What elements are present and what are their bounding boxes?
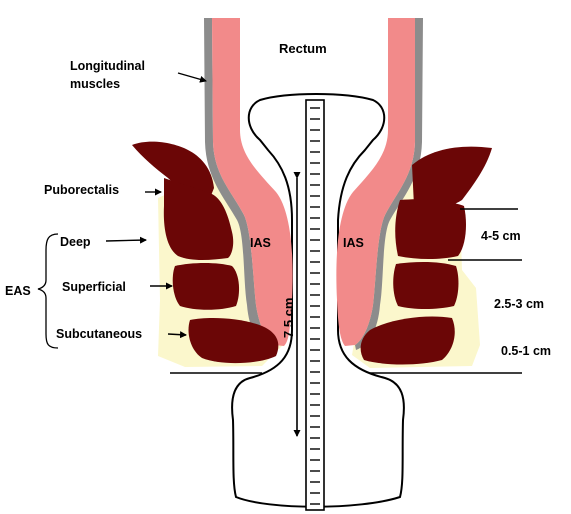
superficial-label: Superficial <box>62 280 126 294</box>
deep-label: Deep <box>60 235 91 249</box>
eas-bracket <box>38 234 58 348</box>
puborectalis-right <box>412 147 492 208</box>
eas-superficial-left <box>173 263 239 310</box>
ias-label-right: IAS <box>343 236 364 250</box>
longitudinal-pointer <box>178 73 206 81</box>
thickness-deep-label: 4-5 cm <box>481 229 521 243</box>
rectum-label: Rectum <box>279 41 327 56</box>
longitudinal-label-line1: Longitudinal <box>70 59 145 73</box>
deep-pointer <box>106 240 146 241</box>
canal-length-label: 7.5 cm <box>281 298 296 338</box>
eas-deep-right <box>395 199 466 259</box>
eas-superficial-right <box>393 262 458 309</box>
subcutaneous-pointer <box>168 334 186 335</box>
thickness-subcutaneous-label: 0.5-1 cm <box>501 344 551 358</box>
thickness-superficial-label: 2.5-3 cm <box>494 297 544 311</box>
puborectalis-label: Puborectalis <box>44 183 119 197</box>
ias-label-left: IAS <box>250 236 271 250</box>
eas-label: EAS <box>5 284 31 298</box>
subcutaneous-label: Subcutaneous <box>56 327 142 341</box>
longitudinal-label-line2: muscles <box>70 77 120 91</box>
